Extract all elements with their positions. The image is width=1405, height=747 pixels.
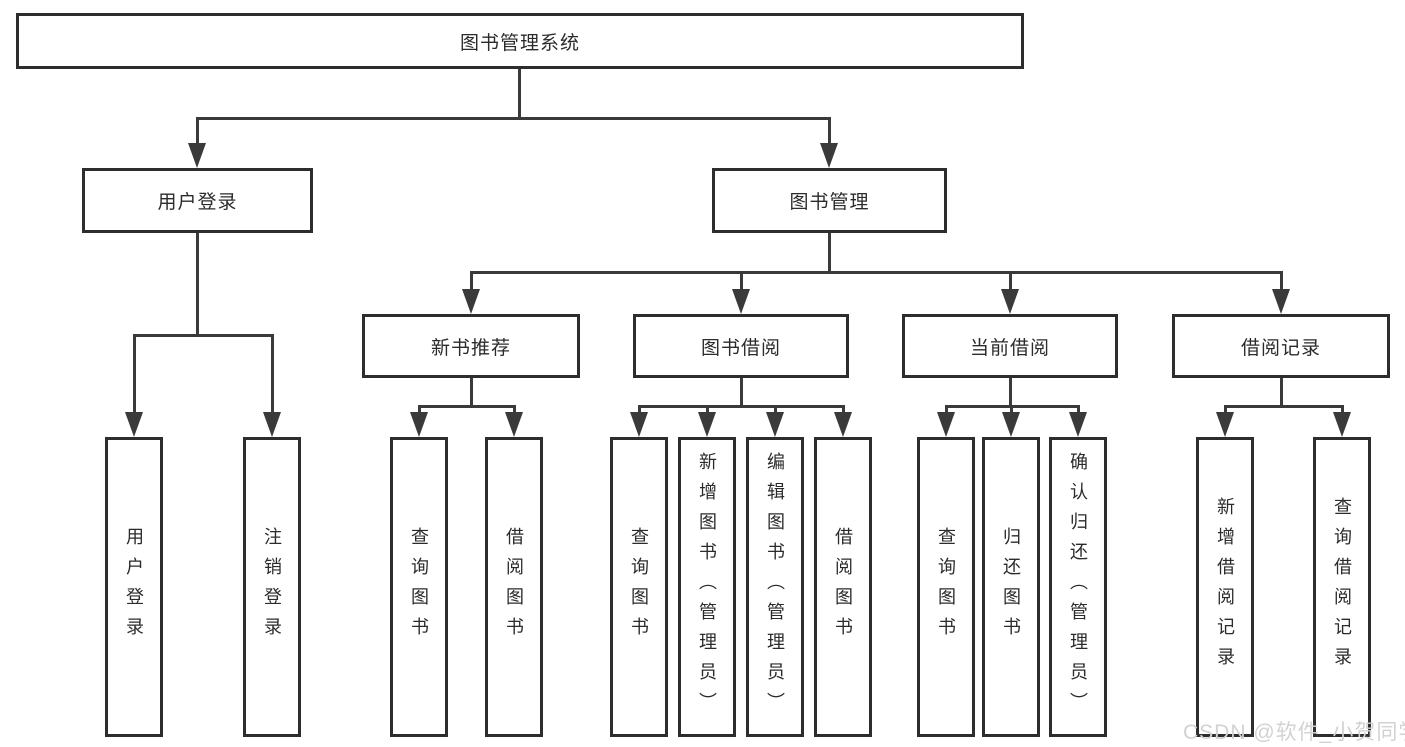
arrow-stem [513,405,516,417]
node-book-management-label: 图书管理 [789,192,870,213]
arrowhead-icon [630,412,648,437]
v-line [740,378,743,408]
arrowhead-icon [1002,412,1020,437]
leaf-cb-confirm-return-admin-label: 确认归还（管理员） [1068,452,1088,722]
node-borrow-record: 借阅记录 [1172,314,1390,378]
arrow-stem [1009,271,1012,293]
node-book-management: 图书管理 [712,168,947,233]
arrow-stem [196,117,199,147]
arrow-stem [1077,405,1080,417]
leaf-logout: 注销登录 [243,437,301,737]
arrowhead-icon [1333,412,1351,437]
arrowhead-icon [732,289,750,314]
node-borrow-record-label: 借阅记录 [1240,337,1321,359]
arrow-stem [1280,271,1283,293]
leaf-cb-return-book-label: 归还图书 [1001,527,1021,647]
leaf-nbr-query-book: 查询图书 [390,437,448,737]
arrow-stem [740,271,743,293]
arrowhead-icon [263,412,281,437]
leaf-bb-borrow-book-label: 借阅图书 [833,527,853,647]
v-line [828,233,831,273]
leaf-bb-query-book-label: 查询图书 [629,527,649,647]
arrowhead-icon [820,143,838,168]
h-line [133,334,274,337]
node-new-book-recommend-label: 新书推荐 [430,337,511,359]
leaf-cb-return-book: 归还图书 [982,437,1040,737]
arrow-stem [470,271,473,293]
arrow-stem [271,334,274,416]
arrowhead-icon [1069,412,1087,437]
node-root-label: 图书管理系统 [459,32,580,54]
leaf-bb-edit-book-admin: 编辑图书（管理员） [746,437,804,737]
arrowhead-icon [125,412,143,437]
v-line [470,378,473,408]
leaf-nbr-query-book-label: 查询图书 [409,527,429,647]
v-line [1280,378,1283,408]
arrowhead-icon [505,412,523,437]
leaf-br-query-record: 查询借阅记录 [1313,437,1371,737]
node-book-borrow-label: 图书借阅 [700,337,781,359]
h-line [196,117,831,120]
leaf-bb-borrow-book: 借阅图书 [814,437,872,737]
node-user-login-label: 用户登录 [157,192,238,213]
leaf-cb-query-book-label: 查询图书 [936,527,956,647]
leaf-user-login: 用户登录 [105,437,163,737]
leaf-logout-label: 注销登录 [262,527,282,647]
v-line [1009,378,1012,408]
arrow-stem [1010,405,1013,417]
arrowhead-icon [1216,412,1234,437]
node-current-borrow: 当前借阅 [902,314,1118,378]
h-line [470,271,1282,274]
arrow-stem [1341,405,1344,417]
node-current-borrow-label: 当前借阅 [969,337,1050,359]
arrowhead-icon [410,412,428,437]
arrow-stem [706,405,709,417]
h-line [1224,405,1344,408]
leaf-bb-query-book: 查询图书 [610,437,668,737]
arrowhead-icon [188,143,206,168]
watermark: CSDN @软件_小贺同学 [1183,716,1405,746]
v-line [196,233,199,336]
arrow-stem [133,334,136,416]
watermark-text: CSDN @软件_小贺同学 [1183,721,1405,744]
arrow-stem [774,405,777,417]
h-line [638,405,845,408]
leaf-br-add-record: 新增借阅记录 [1196,437,1254,737]
arrowhead-icon [766,412,784,437]
arrow-stem [638,405,641,417]
h-line [418,405,516,408]
arrowhead-icon [698,412,716,437]
leaf-br-add-record-label: 新增借阅记录 [1215,497,1235,677]
leaf-bb-add-book-admin-label: 新增图书（管理员） [697,452,717,722]
arrow-stem [828,117,831,147]
arrowhead-icon [937,412,955,437]
arrowhead-icon [462,289,480,314]
leaf-cb-confirm-return-admin: 确认归还（管理员） [1049,437,1107,737]
v-line [518,69,521,119]
node-user-login: 用户登录 [82,168,313,233]
leaf-br-query-record-label: 查询借阅记录 [1332,497,1352,677]
arrow-stem [1224,405,1227,417]
node-new-book-recommend: 新书推荐 [362,314,580,378]
leaf-bb-add-book-admin: 新增图书（管理员） [678,437,736,737]
arrow-stem [945,405,948,417]
node-book-borrow: 图书借阅 [633,314,849,378]
leaf-bb-edit-book-admin-label: 编辑图书（管理员） [765,452,785,722]
leaf-nbr-borrow-book-label: 借阅图书 [504,527,524,647]
node-root: 图书管理系统 [16,13,1024,69]
arrowhead-icon [1001,289,1019,314]
arrow-stem [418,405,421,417]
arrowhead-icon [1272,289,1290,314]
leaf-user-login-label: 用户登录 [124,527,144,647]
leaf-nbr-borrow-book: 借阅图书 [485,437,543,737]
leaf-cb-query-book: 查询图书 [917,437,975,737]
arrow-stem [842,405,845,417]
arrowhead-icon [834,412,852,437]
